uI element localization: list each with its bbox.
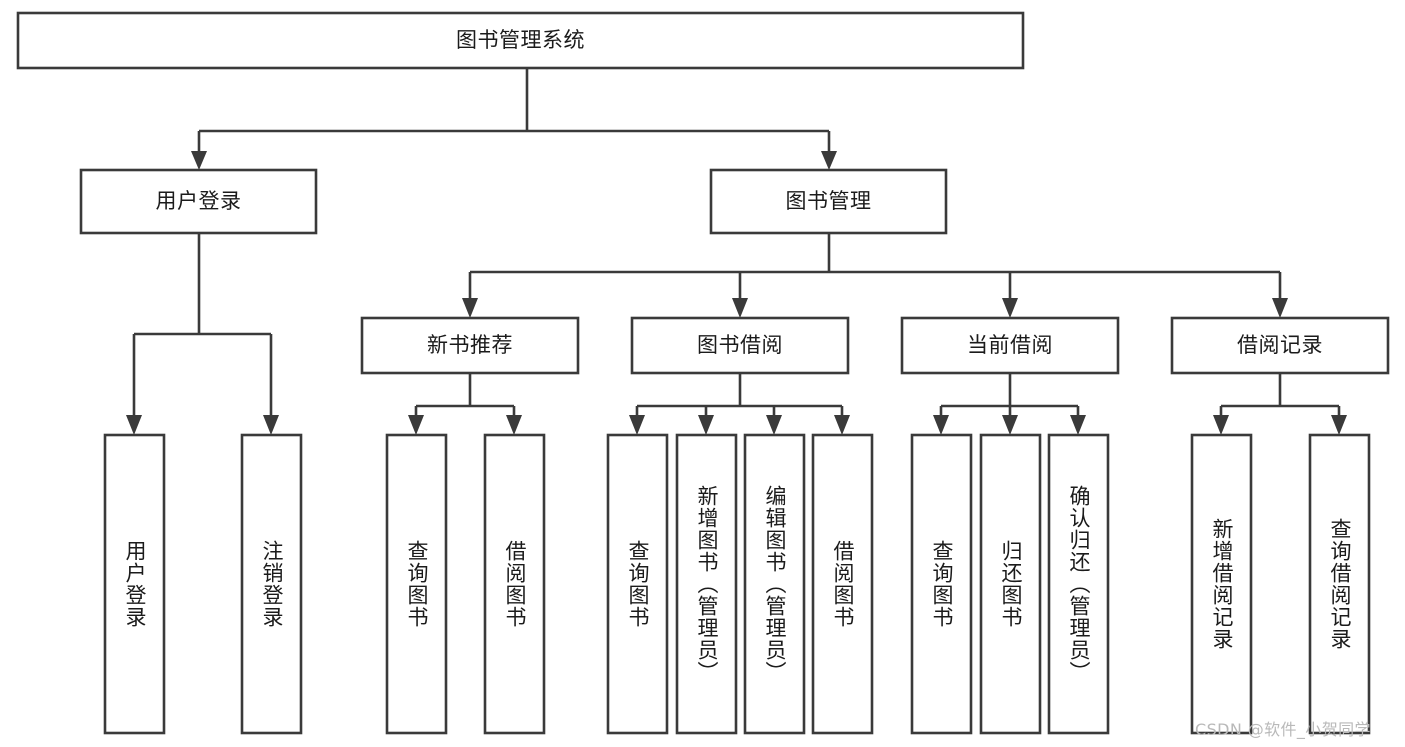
node-leaf-borrow-book-1-box[interactable] <box>483 433 546 735</box>
node-leaf-query-book-2-box[interactable] <box>606 433 669 735</box>
arrowhead-leaf-edit-book <box>766 415 782 435</box>
node-leaf-query-record-box[interactable] <box>1308 433 1371 735</box>
arrowhead-leaf-query-book-1 <box>408 415 424 435</box>
arrowhead-leaf-user-login <box>126 415 142 435</box>
arrowhead-leaf-query-book-3 <box>933 415 949 435</box>
node-leaf-query-book-1-box[interactable] <box>385 433 448 735</box>
node-leaf-user-login-box[interactable] <box>103 433 166 735</box>
arrowhead-leaf-query-record <box>1331 415 1347 435</box>
arrowhead-leaf-borrow-book-1 <box>506 415 522 435</box>
node-book-manage-box[interactable] <box>709 168 948 235</box>
node-leaf-logout-login-box[interactable] <box>240 433 303 735</box>
node-leaf-add-record-box[interactable] <box>1190 433 1253 735</box>
node-leaf-edit-book-box[interactable] <box>743 433 806 735</box>
arrowhead-leaf-add-book <box>698 415 714 435</box>
node-new-book-recommend-box[interactable] <box>360 316 580 375</box>
node-leaf-query-book-3-box[interactable] <box>910 433 973 735</box>
arrowhead-leaf-query-book-2 <box>629 415 645 435</box>
arrowhead-new-book-recommend <box>462 298 478 318</box>
node-book-borrow-box[interactable] <box>630 316 850 375</box>
node-borrow-record-box[interactable] <box>1170 316 1390 375</box>
arrowhead-leaf-logout-login <box>263 415 279 435</box>
arrowhead-borrow-record <box>1272 298 1288 318</box>
node-leaf-borrow-book-2-box[interactable] <box>811 433 874 735</box>
node-leaf-confirm-return-box[interactable] <box>1047 433 1110 735</box>
node-current-borrow-box[interactable] <box>900 316 1120 375</box>
arrowhead-leaf-return-book <box>1002 415 1018 435</box>
node-leaf-add-book-box[interactable] <box>675 433 738 735</box>
node-user-login-box[interactable] <box>79 168 318 235</box>
arrowhead-book-borrow <box>732 298 748 318</box>
arrowhead-current-borrow <box>1002 298 1018 318</box>
watermark-text: CSDN @软件_小贺同学 <box>1195 720 1371 739</box>
node-root-box[interactable] <box>16 11 1025 70</box>
node-leaf-return-book-box[interactable] <box>979 433 1042 735</box>
arrowhead-leaf-confirm-return <box>1070 415 1086 435</box>
arrowhead-leaf-add-record <box>1213 415 1229 435</box>
arrowhead-leaf-borrow-book-2 <box>834 415 850 435</box>
arrowhead-user-login <box>191 151 207 170</box>
arrowhead-book-manage <box>821 151 837 170</box>
